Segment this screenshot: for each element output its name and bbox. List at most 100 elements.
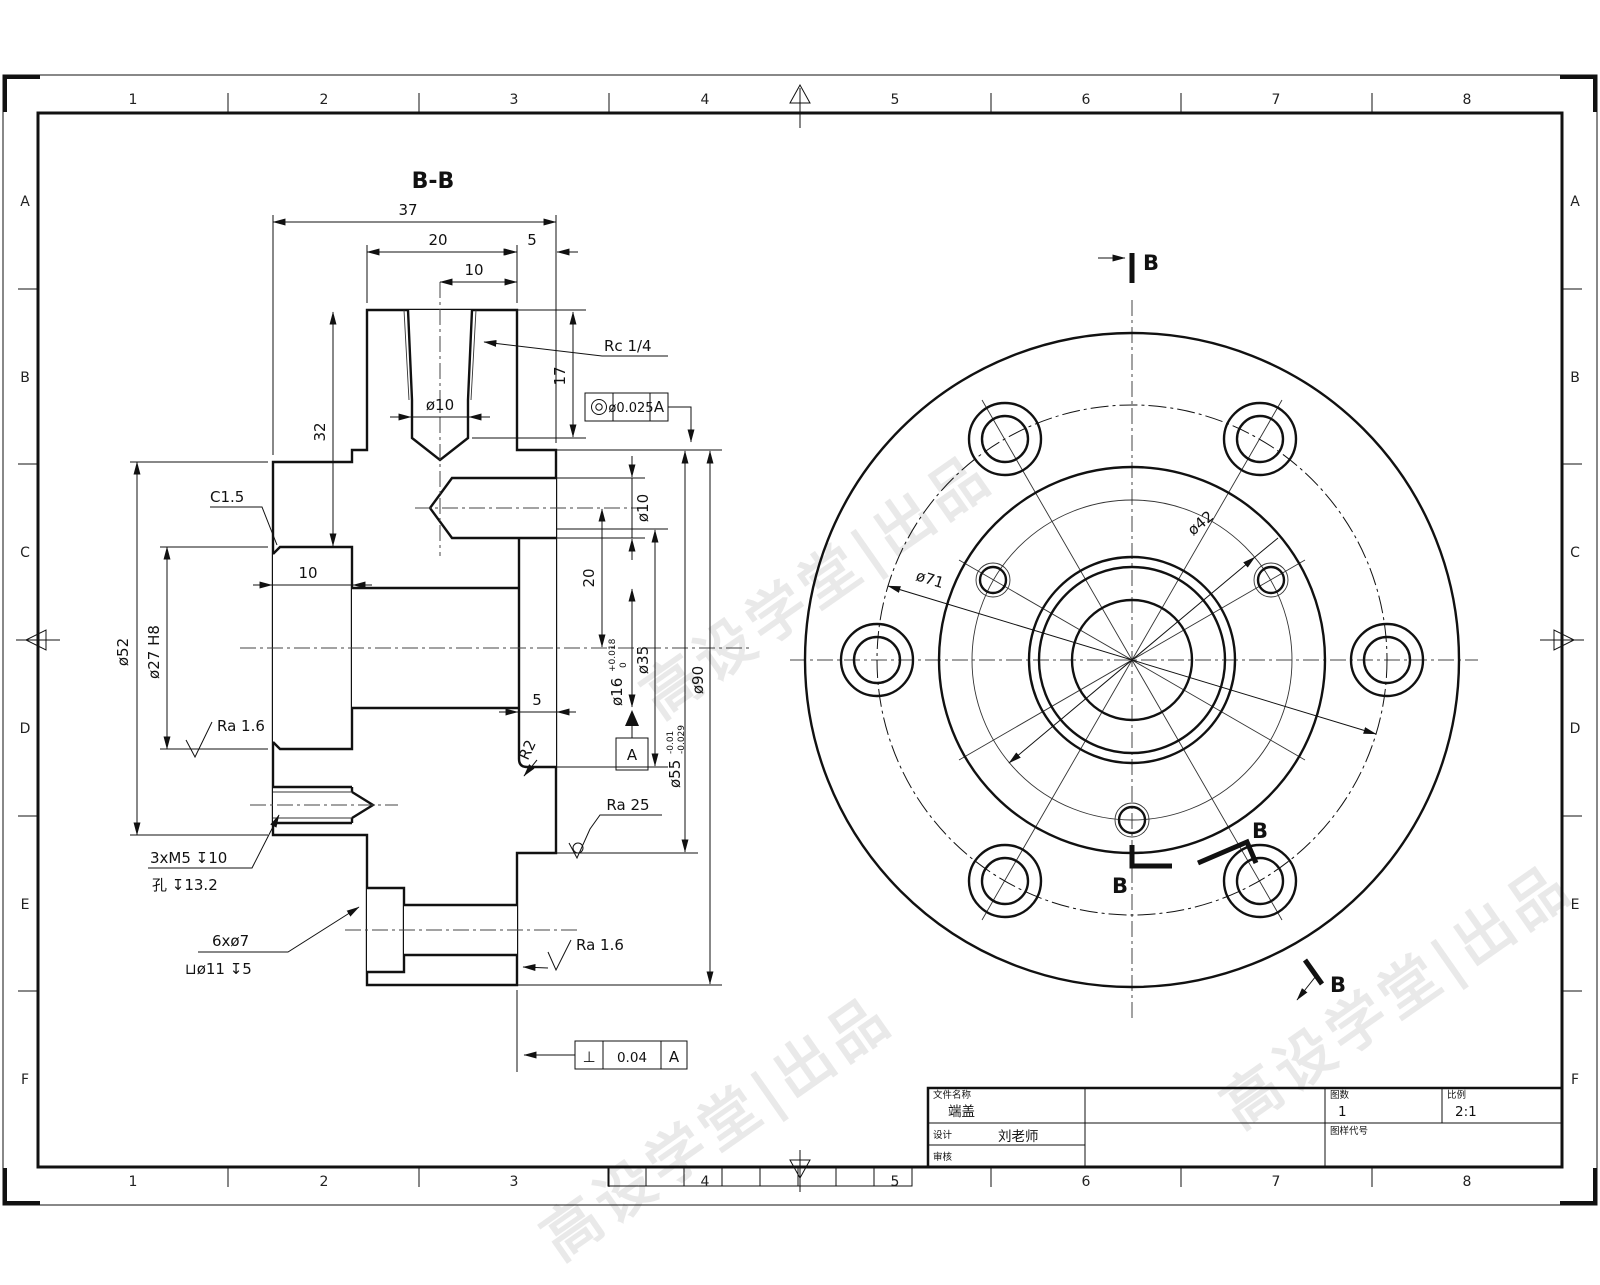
title-block-grid — [928, 1088, 1562, 1167]
perpendicularity-datum: A — [669, 1048, 680, 1066]
m5-hole-outline — [273, 785, 376, 825]
dims-right — [499, 449, 722, 986]
m5-note-line1: 3xM5 ↧10 — [150, 849, 227, 867]
scale-value: 2:1 — [1455, 1104, 1477, 1120]
zone-labels-bottom: 1 2 3 4 5 6 7 8 — [129, 1174, 1472, 1190]
section-title: B-B — [412, 169, 455, 194]
zone-row-label: A — [1570, 194, 1580, 210]
dim-55-tol-lower: -0.029 — [677, 725, 687, 754]
sheets-label: 图数 — [1330, 1089, 1350, 1101]
zone-row-label: F — [1571, 1072, 1579, 1088]
zone-ticks — [18, 93, 1582, 1187]
dim-35: ø35 — [634, 646, 652, 674]
dim-32: 32 — [311, 422, 329, 441]
zone-col-label: 5 — [891, 1174, 900, 1190]
zone-col-label: 2 — [320, 1174, 329, 1190]
datum-a-label: A — [627, 746, 638, 764]
dims-top — [272, 215, 586, 547]
zone-row-label: B — [20, 370, 30, 386]
zone-labels-top: 1 2 3 4 5 6 7 8 — [129, 92, 1472, 108]
cbore-note: 6xø7 ⊔ø11 ↧5 — [185, 906, 360, 978]
zone-col-label: 2 — [320, 92, 329, 108]
dim-17: 17 — [551, 366, 569, 385]
zone-labels-left: A B C D E F — [20, 194, 31, 1088]
zone-row-label: A — [20, 194, 30, 210]
zone-col-label: 6 — [1082, 1174, 1091, 1190]
m5-thread-lines — [273, 791, 352, 819]
roughness-left: Ra 1.6 — [185, 717, 265, 759]
dim-16-tol-lower: 0 — [619, 662, 629, 668]
dim-16-group: ø16 +0.018 0 — [608, 638, 629, 706]
cut-label-b-top: B — [1143, 251, 1159, 275]
dim-passage-dia: ø10 — [634, 494, 652, 522]
zone-col-label: 3 — [510, 92, 519, 108]
concentricity-icon — [591, 399, 607, 415]
sheets-value: 1 — [1338, 1104, 1347, 1120]
section-cut-marks: B B B B — [1098, 251, 1346, 1001]
chamfer-label: C1.5 — [210, 488, 244, 506]
sheet-frame: 1 2 3 4 5 6 7 8 1 2 3 4 5 6 7 8 A B C D … — [2, 74, 1598, 1206]
zone-col-label: 8 — [1463, 92, 1472, 108]
concentricity-frame: ø0.025 A — [584, 392, 695, 443]
centering-marks — [16, 83, 1584, 1192]
zone-row-label: C — [1570, 545, 1580, 561]
zone-row-label: F — [21, 1072, 29, 1088]
zone-row-label: C — [20, 545, 30, 561]
graduation-strip — [607, 1166, 913, 1187]
perpendicularity-icon: ⊥ — [582, 1048, 595, 1066]
concentricity-datum: A — [654, 398, 665, 416]
rc-note: Rc 1/4 — [483, 337, 668, 357]
bolt-circle — [876, 404, 1388, 916]
hole7-outline — [404, 903, 517, 957]
dim-90: ø90 — [689, 666, 707, 694]
zone-col-label: 3 — [510, 1174, 519, 1190]
check-label: 审核 — [933, 1151, 953, 1163]
cut-label-b-mid: B — [1112, 874, 1128, 898]
roughness-right: Ra 1.6 — [522, 936, 624, 972]
perpendicularity-frame: ⊥ 0.04 A — [516, 990, 688, 1072]
dim-55-tol-upper: -0.01 — [666, 731, 676, 754]
dim-5: 5 — [527, 231, 537, 249]
zone-col-label: 6 — [1082, 92, 1091, 108]
zone-row-label: E — [1571, 897, 1580, 913]
zone-row-label: D — [20, 721, 31, 737]
trim-marks — [3, 75, 1597, 1205]
roughness-ra25-label: Ra 25 — [606, 796, 649, 814]
boss-thread-lines — [403, 309, 477, 401]
zone-col-label: 1 — [129, 92, 138, 108]
zone-row-label: E — [21, 897, 30, 913]
rc-label: Rc 1/4 — [604, 337, 652, 355]
dims-left — [130, 461, 372, 836]
dim-20: 20 — [428, 231, 447, 249]
title-block: 文件名称 端盖 设计 刘老师 审核 图数 1 比例 2:1 图样代号 — [926, 1086, 1564, 1169]
file-name-label: 文件名称 — [933, 1089, 972, 1101]
cbore-note-line1: 6xø7 — [212, 932, 249, 950]
zone-col-label: 7 — [1272, 1174, 1281, 1190]
file-name-value: 端盖 — [948, 1104, 975, 1120]
dim-16-tol-upper: +0.018 — [608, 638, 618, 672]
zone-col-label: 5 — [891, 92, 900, 108]
m5-note: 3xM5 ↧10 孔 ↧13.2 — [148, 814, 280, 894]
datum-a-flag: A — [615, 710, 649, 771]
m5-note-line2: 孔 ↧13.2 — [152, 876, 218, 894]
bore16-outline — [352, 586, 519, 710]
cbore-note-line2: ⊔ø11 ↧5 — [185, 960, 252, 978]
section-view: B-B — [114, 169, 750, 1072]
design-value: 刘老师 — [998, 1129, 1039, 1145]
roughness-left-label: Ra 1.6 — [217, 717, 265, 735]
drawing-code-label: 图样代号 — [1330, 1125, 1368, 1137]
concentricity-value: ø0.025 — [608, 401, 653, 416]
zone-col-label: 4 — [701, 1174, 710, 1190]
zone-col-label: 4 — [701, 92, 710, 108]
passage-fill — [430, 478, 556, 538]
dim-55-group: ø55 -0.01 -0.029 — [666, 725, 687, 788]
outer-diameter-circle — [803, 331, 1461, 989]
cut-label-b-bottom: B — [1330, 973, 1346, 997]
dim-55: ø55 — [666, 760, 684, 788]
bore27-fill — [273, 547, 352, 749]
zone-row-label: D — [1570, 721, 1581, 737]
dim-16: ø16 — [608, 678, 626, 706]
dim-offset20: 20 — [580, 568, 598, 587]
